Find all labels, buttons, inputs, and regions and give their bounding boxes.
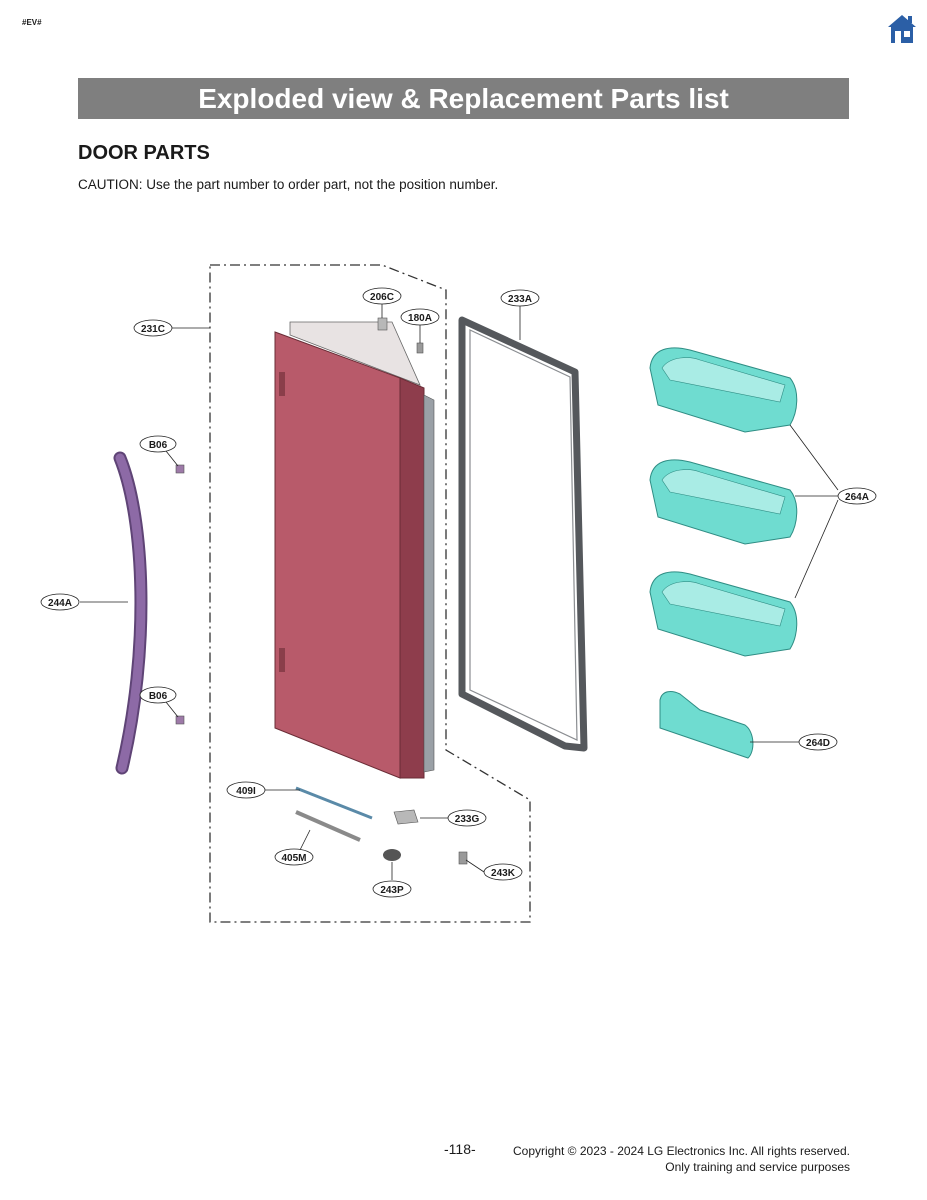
door-handle (113, 451, 148, 775)
copyright-line-2: Only training and service purposes (665, 1160, 850, 1174)
page-banner: Exploded view & Replacement Parts list (78, 78, 849, 119)
callout-label: 405M (281, 853, 306, 864)
callout-231C: 231C (133, 319, 173, 337)
callout-label: 264A (845, 492, 869, 503)
callout-409I: 409I (226, 781, 266, 799)
callout-label: 206C (370, 292, 394, 303)
door-bin-3 (649, 571, 798, 657)
callout-label: 233A (508, 294, 532, 305)
callout-label: 180A (408, 313, 432, 324)
callout-264A: 264A (837, 487, 877, 505)
callout-244A: 244A (40, 593, 80, 611)
document-tag: #EV# (22, 18, 42, 27)
page-number: -118- (444, 1141, 476, 1157)
door-bin-small (659, 691, 754, 759)
door-gasket (458, 316, 588, 752)
callout-label: B06 (149, 440, 168, 451)
banner-title: Exploded view & Replacement Parts list (198, 82, 729, 114)
callout-206C: 206C (362, 287, 402, 305)
leader-lines (80, 303, 839, 880)
callout-label: 243P (380, 885, 404, 896)
part-405M (295, 810, 361, 842)
caution-note: CAUTION: Use the part number to order pa… (78, 177, 499, 192)
home-icon[interactable] (884, 10, 920, 46)
assembly-boundary (209, 264, 531, 923)
door-assembly (274, 321, 435, 779)
part-233G (393, 809, 419, 825)
callout-label: 244A (48, 598, 72, 609)
callout-label: 243K (491, 868, 516, 879)
copyright-line-1: Copyright © 2023 - 2024 LG Electronics I… (512, 1144, 850, 1158)
callout-label: 264D (806, 738, 830, 749)
part-180A (416, 342, 424, 354)
callout-264D: 264D (798, 733, 838, 751)
callout-B06-bottom: B06 (139, 686, 177, 704)
door-bin-2 (649, 459, 798, 545)
copyright-notice: Copyright © 2023 - 2024 LG Electronics I… (513, 1143, 850, 1175)
screw-B06-top (175, 464, 185, 474)
part-409I (295, 786, 373, 820)
section-title: DOOR PARTS (78, 142, 210, 164)
callout-405M: 405M (274, 848, 314, 866)
callout-233G: 233G (447, 809, 487, 827)
part-206C (377, 317, 388, 331)
part-243K (458, 851, 468, 865)
callout-233A: 233A (500, 289, 540, 307)
screw-B06-bottom (175, 715, 185, 725)
callout-label: 231C (141, 324, 165, 335)
part-243P (383, 849, 401, 861)
door-bin-1 (649, 347, 798, 433)
callout-label: 233G (455, 814, 480, 825)
callout-243K: 243K (483, 863, 523, 881)
callout-B06-top: B06 (139, 435, 177, 453)
callout-label: 409I (236, 786, 256, 797)
callout-180A: 180A (400, 308, 440, 326)
callout-label: B06 (149, 691, 168, 702)
callout-243P: 243P (372, 880, 412, 898)
